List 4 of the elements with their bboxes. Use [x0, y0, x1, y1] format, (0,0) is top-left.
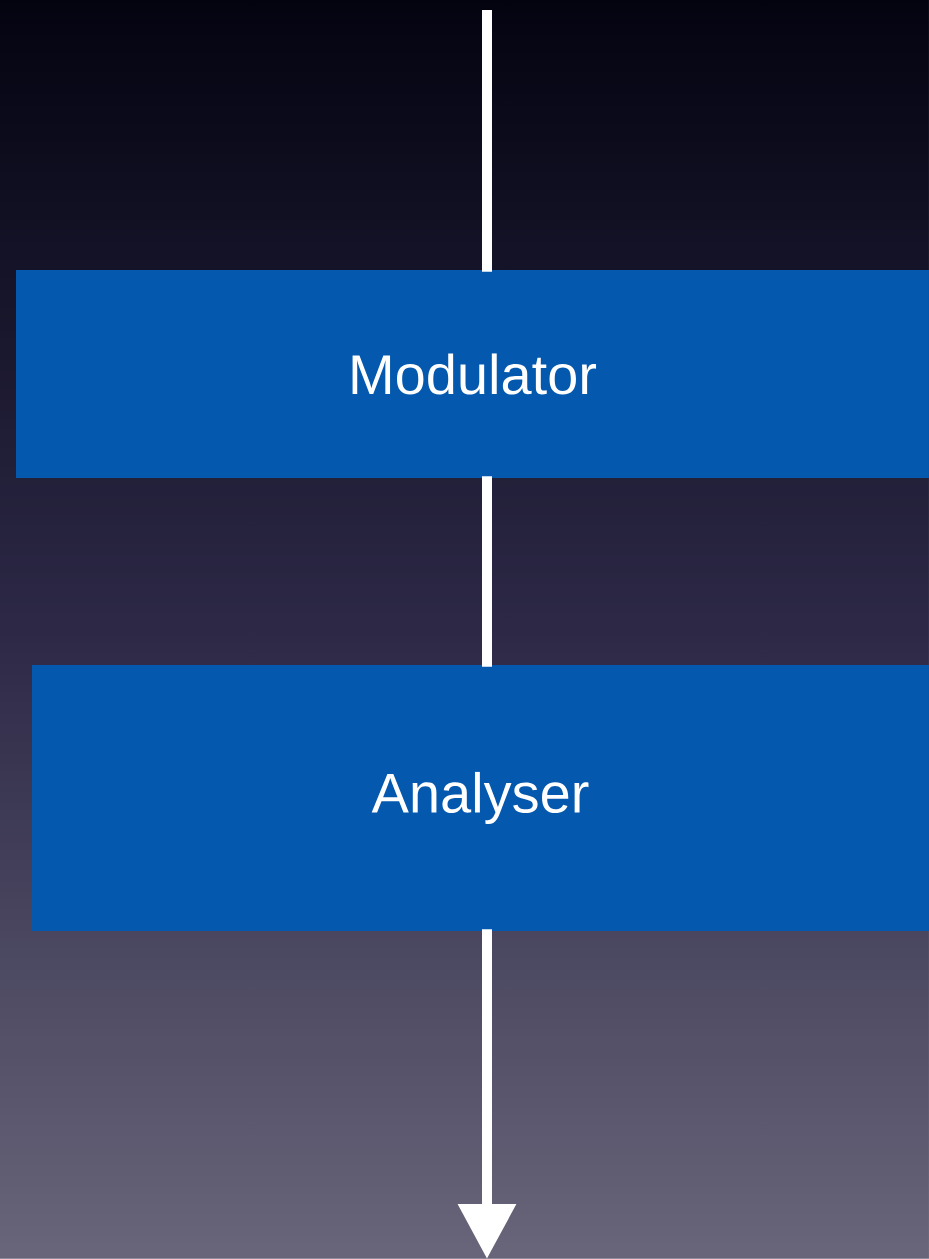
connector-line — [482, 476, 492, 667]
connector-line — [482, 10, 492, 272]
process-box: Analyser — [32, 665, 929, 931]
process-box: Modulator — [16, 270, 929, 478]
